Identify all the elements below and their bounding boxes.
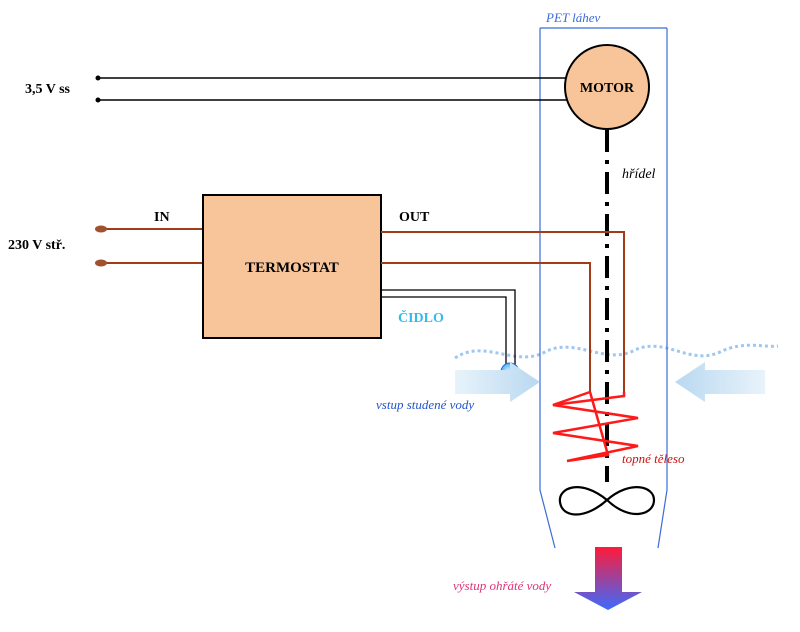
out-label: OUT [399,210,430,225]
bottle-label: PET láhev [545,10,601,25]
in-label: IN [154,210,170,225]
warm-water-arrow [574,547,642,610]
motor-label: MOTOR [580,81,635,96]
sensor-label: ČIDLO [398,309,444,326]
heating-element [552,390,639,463]
ac-terminal-top [95,225,107,233]
propeller [558,486,656,516]
cold-water-arrow-right [675,362,765,402]
warm-water-label: výstup ohřáté vody [453,578,551,593]
cold-water-arrow-left [455,362,540,402]
sensor-cable-outer [381,289,516,368]
water-level-line [454,343,779,360]
out-wire-bottom [381,262,591,393]
thermostat-box [202,194,382,339]
sensor-cable-inner [381,296,507,368]
motor [564,44,650,130]
dc-terminal-bottom [95,97,101,103]
cold-water-label: vstup studené vody [376,397,474,412]
heating-element-label: topné těleso [622,451,685,466]
thermostat-label: TERMOSTAT [245,260,339,276]
ac-supply-label: 230 V stř. [8,238,65,253]
heating-element-return [552,392,626,407]
ac-terminal-bottom [95,259,107,267]
pet-bottle-outline [539,27,668,549]
dc-terminal-top [95,75,101,81]
out-wire-top [381,231,625,395]
dc-supply-label: 3,5 V ss [25,82,71,97]
shaft-label: hřídel [622,167,656,182]
